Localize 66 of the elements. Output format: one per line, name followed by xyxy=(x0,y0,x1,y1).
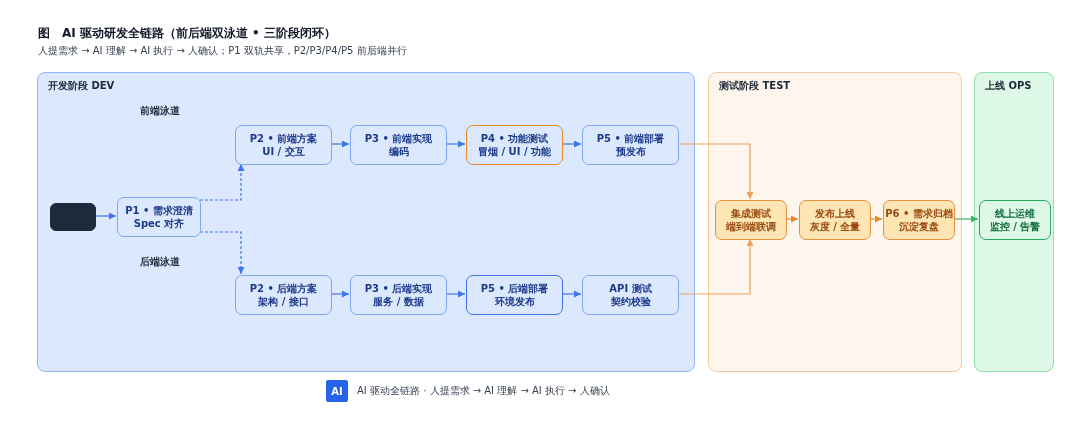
start-box xyxy=(50,203,96,231)
arrow xyxy=(330,290,350,298)
step-title: P2 • 前端方案 xyxy=(249,132,318,145)
arrow xyxy=(199,231,245,275)
diagram-title: 图 AI 驱动研发全链路（前后端双泳道 • 三阶段闭环） xyxy=(38,26,336,41)
lane-label: 后端泳道 xyxy=(140,255,180,268)
step-detail: UI / 交互 xyxy=(262,145,305,158)
arrow xyxy=(953,215,979,223)
step-title: P1 • 需求澄清 xyxy=(125,204,193,217)
step-title: 线上运维 xyxy=(995,207,1035,220)
process-box xyxy=(350,275,447,315)
step-detail: 端到端联调 xyxy=(726,220,776,233)
arrow xyxy=(677,238,754,295)
arrow xyxy=(94,212,117,220)
arrow xyxy=(869,215,883,223)
arrow xyxy=(785,215,799,223)
lane-label: 前端泳道 xyxy=(140,104,180,117)
step-title: API 测试 xyxy=(609,282,652,295)
stage-panel xyxy=(974,72,1054,372)
process-box xyxy=(235,125,332,165)
step-title: P5 • 前端部署 xyxy=(596,132,665,145)
step-title: P3 • 前端实现 xyxy=(364,132,433,145)
step-title: P2 • 后端方案 xyxy=(249,282,318,295)
step-title: 发布上线 xyxy=(815,207,855,220)
stage-title: 测试阶段 TEST xyxy=(719,79,791,92)
process-box xyxy=(799,200,871,240)
step-title: P3 • 后端实现 xyxy=(364,282,433,295)
step-detail: 冒烟 / UI / 功能 xyxy=(477,145,552,158)
arrow xyxy=(561,140,582,148)
step-detail: 服务 / 数据 xyxy=(373,295,424,308)
process-box xyxy=(466,125,563,165)
ai-badge: AI xyxy=(326,380,348,402)
process-box xyxy=(979,200,1051,240)
step-detail: 沉淀复盘 xyxy=(899,220,939,233)
stage-title: 开发阶段 DEV xyxy=(48,79,115,92)
process-box xyxy=(466,275,563,315)
process-box xyxy=(582,125,679,165)
arrow xyxy=(445,140,466,148)
process-box xyxy=(235,275,332,315)
arrow xyxy=(445,290,466,298)
stage-title: 上线 OPS xyxy=(985,79,1032,92)
arrow xyxy=(677,143,754,200)
arrow xyxy=(330,140,350,148)
step-title: P6 • 需求归档 xyxy=(885,207,953,220)
step-detail: 灰度 / 全量 xyxy=(809,220,861,233)
process-box xyxy=(715,200,787,240)
step-detail: 编码 xyxy=(388,145,409,158)
step-detail: 契约校验 xyxy=(610,295,651,308)
footer-text: AI 驱动全链路 · 人提需求 → AI 理解 → AI 执行 → 人确认 xyxy=(357,384,610,397)
step-detail: Spec 对齐 xyxy=(133,217,185,230)
step-title: P5 • 后端部署 xyxy=(480,282,549,295)
stage-panel xyxy=(37,72,695,372)
stage-panel xyxy=(708,72,962,372)
subtitle: 人提需求 → AI 理解 → AI 执行 → 人确认；P1 双轨共享，P2/P3/P4/P5 前后端并行 xyxy=(38,44,407,57)
process-box xyxy=(117,197,201,237)
step-title: 集成测试 xyxy=(731,207,771,220)
step-detail: 环境发布 xyxy=(494,295,535,308)
process-box xyxy=(883,200,955,240)
arrow xyxy=(561,290,582,298)
step-detail: 架构 / 接口 xyxy=(258,295,309,308)
step-detail: 预发布 xyxy=(615,145,646,158)
step-title: P4 • 功能测试 xyxy=(480,132,549,145)
process-box xyxy=(350,125,447,165)
process-box xyxy=(582,275,679,315)
arrow xyxy=(199,163,245,201)
step-detail: 监控 / 告警 xyxy=(989,220,1041,233)
